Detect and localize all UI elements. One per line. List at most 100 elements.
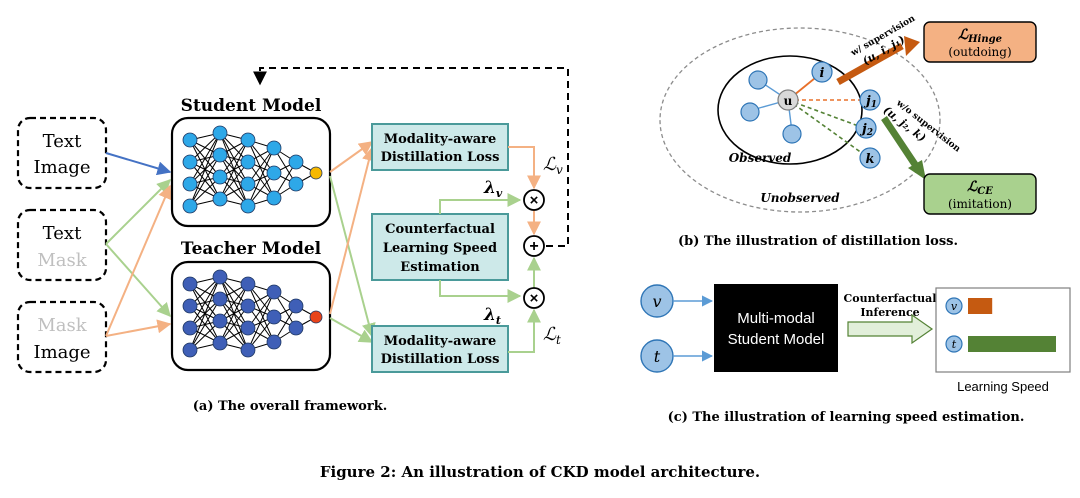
network-node [240,320,256,336]
arrow-maskimage-student [105,184,172,337]
panel-a-caption: (a) The overall framework. [193,399,387,414]
network-node [212,313,228,329]
network-node [182,176,198,192]
arrow-textimage-student [105,152,172,176]
cf-inference-line2: Inference [860,306,919,319]
panel-c-caption: (c) The illustration of learning speed e… [668,410,1025,425]
network-edge [219,139,249,200]
network-edge [219,139,249,178]
panel-c: v t Multi-modal Student Model Counterfac… [640,284,1071,425]
input-text-mask-line2: Mask [37,250,87,271]
panel-a: Text Image Text Mask Mask Image Student … [16,67,569,414]
arrow-modloss-top-times [508,146,541,190]
hinge-loss-title: ℒHinge [958,27,1002,45]
network-node [212,335,228,351]
network-node [288,298,304,314]
graph-node-b [740,102,760,122]
modality-loss-top-line2: Distillation Loss [381,150,500,165]
network-output-node [309,310,323,324]
network-node [266,140,282,156]
network-edge [247,161,275,199]
counterfactual-line1: Counterfactual [385,222,495,237]
speed-node-v-label: v [951,300,958,313]
teacher-model-box [170,260,332,372]
arrow-textmask-student [105,179,171,245]
network-node [212,269,228,285]
lambda-v-label: λv [483,178,503,200]
hinge-arrowhead-icon [904,36,920,56]
network-node [212,291,228,307]
teacher-model-label: Teacher Model [181,239,322,259]
network-edge [219,283,249,322]
network-edge [189,154,221,207]
arrow-textmask-teacher [105,243,171,318]
arrow-cf-lambda-v [439,193,522,214]
user-node-label: u [784,94,793,108]
network-edge [247,147,275,185]
student-model-box-line1: Multi-modal [737,310,815,327]
input-mask-image-line2: Image [33,342,90,363]
item-node-k-label: k [865,152,874,167]
arrow-modloss-bottom-times [508,308,541,353]
network-node [182,342,198,358]
network-edge [247,147,275,207]
ce-loss-title: ℒCE [967,179,993,197]
network-output-node [309,166,323,180]
counterfactual-line3: Estimation [400,260,480,275]
graph-node-c [782,124,802,144]
input-node-v-label: v [652,292,661,311]
panel-b-caption: (b) The illustration of distillation los… [678,234,958,249]
arrow-student-modloss-bottom [329,175,376,338]
unobserved-label: Unobserved [760,191,840,205]
network-node [266,284,282,300]
loss-t-label: ℒt [543,324,561,347]
network-node [240,198,256,214]
network-node [288,320,304,336]
network-node [240,276,256,292]
counterfactual-line2: Learning Speed [383,241,497,256]
lambda-t-label: λt [483,305,501,327]
network-edge [189,276,221,329]
network-edge [189,298,221,351]
speed-node-t [945,335,963,353]
network-node [182,154,198,170]
network-node [266,309,282,325]
network-edge [247,139,275,199]
input-mask-image-line1: Mask [37,315,87,336]
network-node [240,298,256,314]
student-model-black-box [714,284,838,372]
network-edge [189,132,221,207]
student-model-label: Student Model [181,96,322,116]
item-node-k [859,147,881,169]
arrow-teacher-modloss-bottom [329,317,374,343]
item-node-j1-label: j1 [863,94,877,110]
cf-inference-arrow-icon [847,313,934,345]
learning-speed-title: Learning Speed [957,379,1049,394]
network-edge [219,161,249,200]
network-node [240,154,256,170]
network-edge [219,283,249,344]
arrow-teacher-modloss-top [329,146,376,315]
network-node [266,165,282,181]
user-node [777,89,799,111]
unobserved-ellipse [659,27,941,213]
feedback-loop-arrow [253,67,569,247]
ce-loss-subtitle: (imitation) [948,197,1012,211]
network-node [212,125,228,141]
modality-loss-bottom-box [371,325,509,373]
input-node-t-label: t [654,347,661,366]
plus-symbol: + [529,238,538,255]
network-node [182,298,198,314]
network-edge [247,305,275,343]
network-edge [247,291,275,329]
graph-node-a [748,70,768,90]
input-text-mask-line1: Text [43,223,82,244]
network-edge [247,283,275,343]
item-node-j1 [859,89,881,111]
input-text-image-line2: Image [33,157,90,178]
hinge-loss-subtitle: (outdoing) [948,45,1011,59]
hinge-loss-box [923,21,1037,63]
item-node-i [811,61,833,83]
arrow-cf-lambda-t [439,280,522,303]
